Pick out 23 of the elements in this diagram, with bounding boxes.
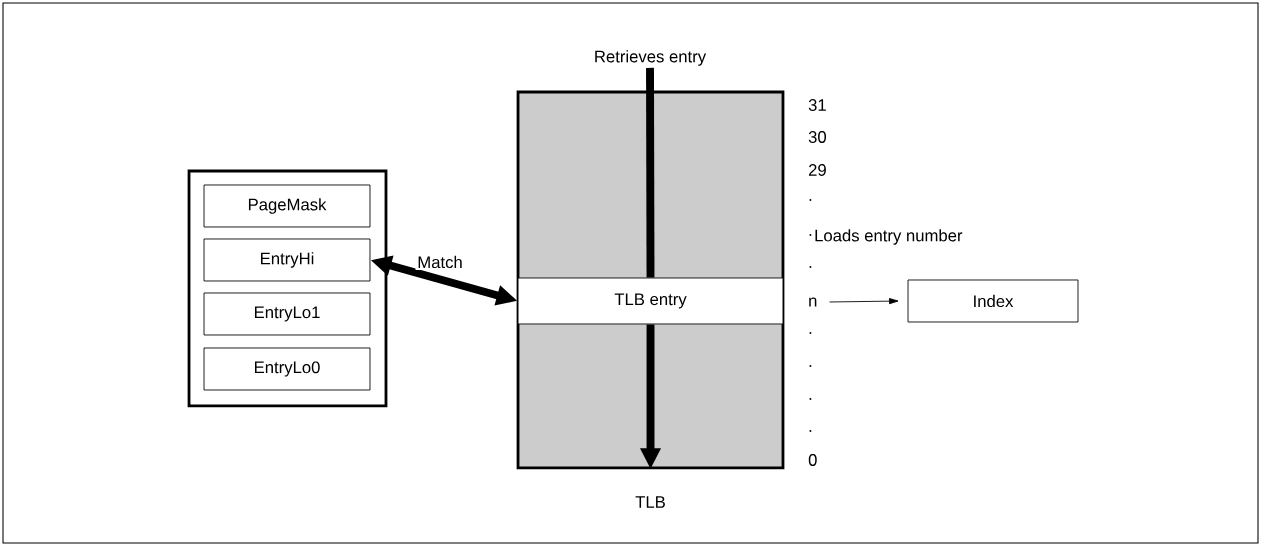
row-number: . — [809, 332, 812, 334]
register-box: EntryLo0 — [203, 347, 371, 391]
row-label: n — [809, 297, 817, 307]
table-row: TLB entry — [517, 277, 784, 325]
row-number: . — [809, 199, 812, 201]
row-number: . — [809, 398, 812, 400]
register-box: PageMask — [203, 184, 371, 228]
row-number: . — [809, 430, 812, 432]
register-box: Index — [907, 279, 1079, 323]
row-number: 31 — [808, 99, 826, 111]
arrow-label: Retrieves entry — [595, 50, 707, 66]
node-label: TLB — [635, 496, 665, 508]
row-number: . — [809, 365, 812, 367]
row-number: . — [809, 234, 812, 236]
arrow — [829, 298, 899, 305]
edge-label: Match — [418, 255, 462, 269]
register-box: EntryHi — [203, 238, 371, 282]
row-number: 29 — [808, 164, 826, 176]
row-number: Loads entry number — [815, 229, 963, 245]
row-number: . — [809, 266, 812, 268]
register-box: EntryLo1 — [203, 292, 371, 336]
row-number: 0 — [808, 454, 817, 466]
row-number: 30 — [808, 131, 826, 143]
